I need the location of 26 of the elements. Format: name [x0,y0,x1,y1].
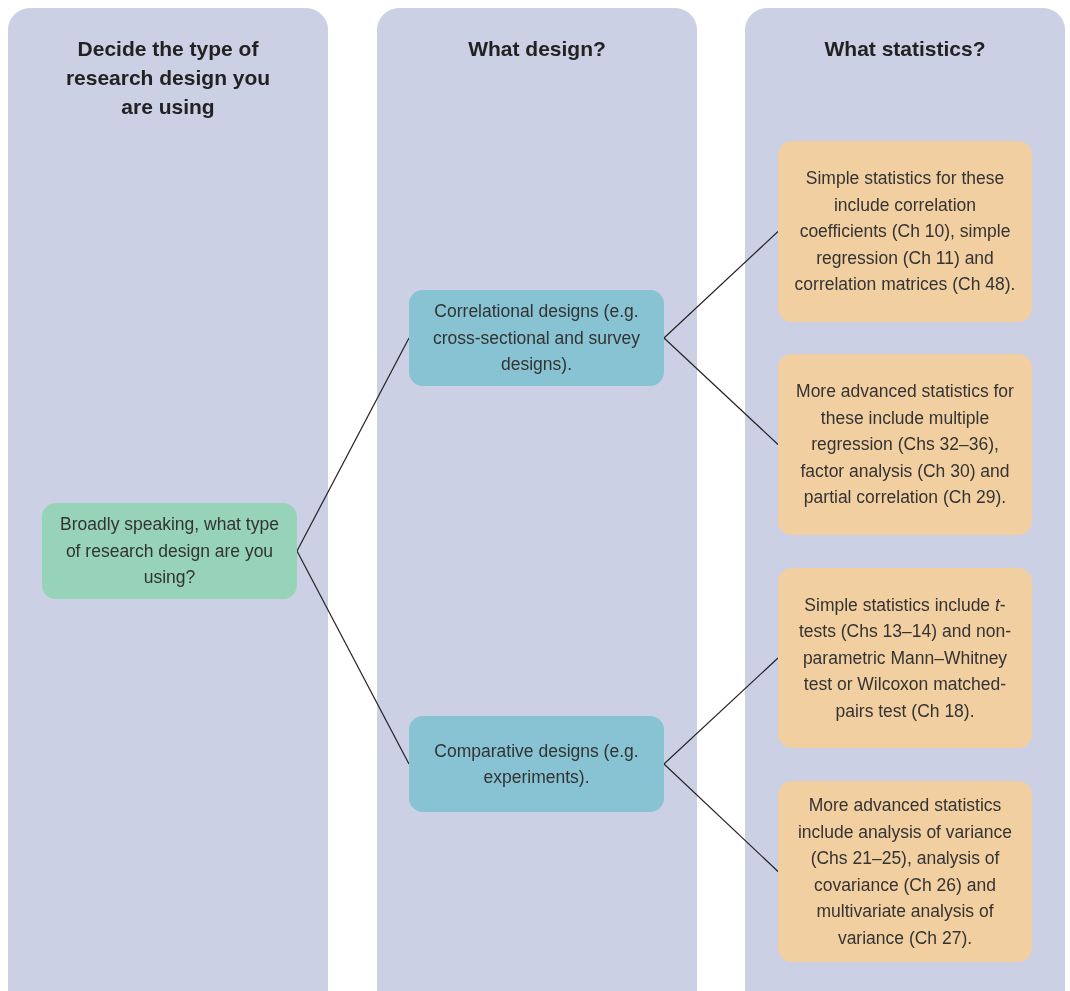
box-text: Simple statistics for these include correlation coefficients (Ch 10), simple regression (Ch 11) and correlation matrices (Ch 48). [793,167,1017,297]
column-panel [377,8,697,991]
column-heading: What statistics? [823,36,987,62]
column-panel [8,8,328,991]
statistics-box [778,568,1032,748]
column-heading: Decide the type of research design you are using [64,36,272,120]
statistics-box [778,354,1032,535]
connector-line [296,550,410,765]
connector-line [296,337,410,552]
connector-line [663,657,779,765]
statistics-box [778,141,1032,322]
box-text: More advanced statistics for these include multiple regression (Chs 32–36), factor analysis (Ch 30) and partial correlation (Ch 29). [795,380,1015,510]
column-panel [745,8,1065,991]
design-box [409,290,664,386]
statistics-box [778,781,1032,962]
box-text: Broadly speaking, what type of research design are you using? [59,513,280,590]
connector-line [663,230,779,339]
box-text: Comparative designs (e.g. experiments). [433,739,640,789]
box-text: Simple statistics include t-tests (Chs 13–14) and non-parametric Mann–Whitney test or Wilcoxon matched-pairs test (Ch 18). [797,593,1013,723]
column-heading: What design? [467,36,607,62]
box-text: Correlational designs (e.g. cross-sectional and survey designs). [431,300,642,377]
box-text: More advanced statistics include analysis of variance (Chs 21–25), analysis of covariance (Ch 26) and multivariate analysis of variance (Ch 27). [797,794,1013,950]
question-box [42,503,297,599]
connector-line [663,337,779,446]
design-box [409,716,664,812]
connector-line [663,763,779,873]
